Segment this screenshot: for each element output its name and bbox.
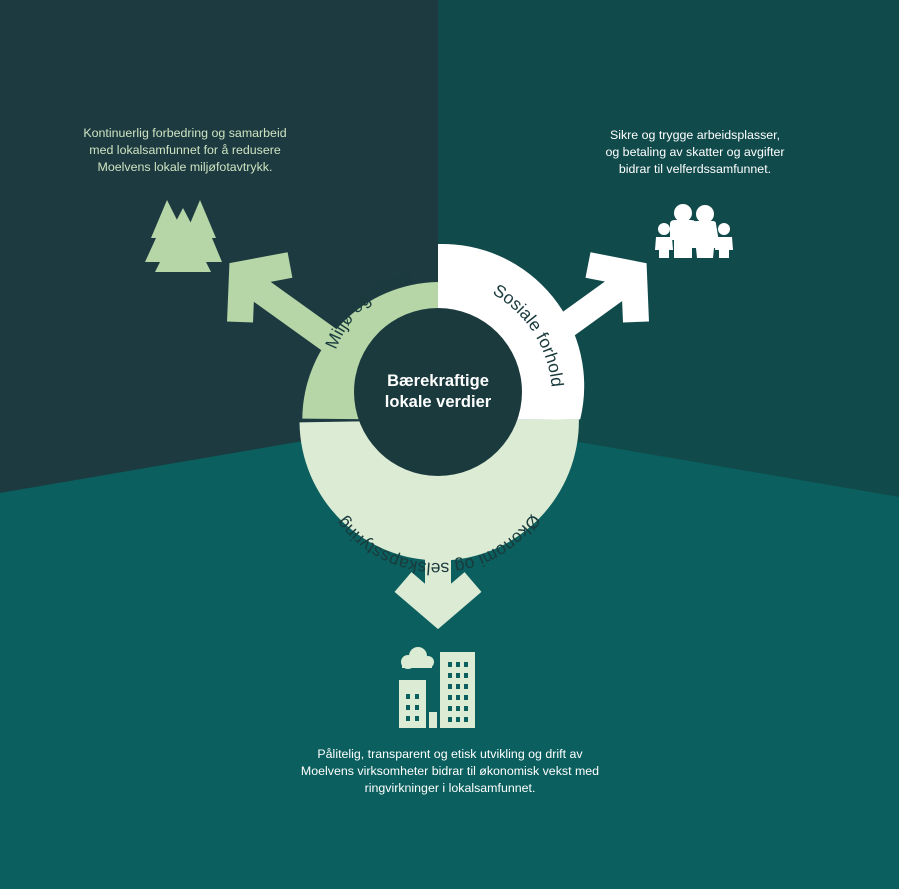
- factory-building-icon: [399, 647, 475, 728]
- trees-icon: [145, 200, 222, 276]
- ring-segment-economy: [299, 419, 579, 561]
- caption-economy: Pålitelig, transparent og etisk utviklin…: [300, 747, 600, 795]
- center-title-line1: Bærekraftige: [387, 372, 489, 390]
- center-circle: [354, 308, 522, 476]
- caption-environment: Kontinuerlig forbedring og samarbeid med…: [83, 126, 287, 174]
- family-icon: [655, 204, 733, 258]
- center-title-line2: lokale verdier: [385, 393, 492, 411]
- caption-social: Sikre og trygge arbeidsplasser, og betal…: [605, 128, 785, 176]
